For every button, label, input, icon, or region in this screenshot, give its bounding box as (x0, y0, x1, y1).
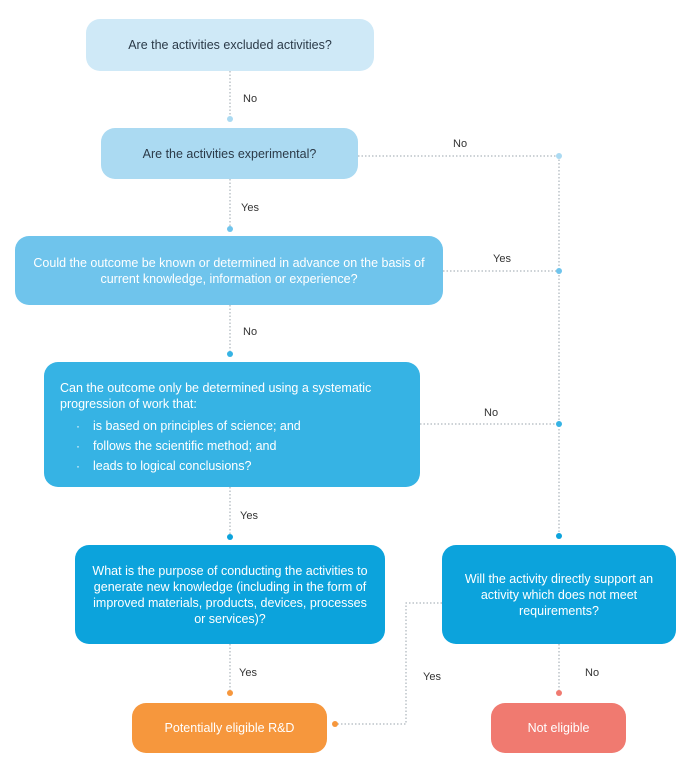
label-systematic-no: No (484, 407, 499, 419)
label-support-no: No (585, 667, 600, 679)
label-support-yes: Yes (423, 671, 441, 683)
bullet-icon: · (76, 419, 80, 433)
bullet-icon: · (76, 439, 80, 453)
systematic-bullet: · is based on principles of science; and (60, 416, 404, 436)
experimental-text: Are the activities experimental? (142, 146, 317, 161)
excluded-activities-text: Are the activities excluded activities? (128, 38, 332, 52)
not-eligible-result-text: Not eligible (527, 721, 590, 735)
systematic-bullet-list: ·is based on principles of science; and … (60, 416, 404, 476)
label-experimental-no: No (453, 138, 468, 150)
bullet-text: is based on principles of science; and (93, 419, 301, 433)
dot-systematic-end (227, 534, 233, 540)
dot-right-known (556, 268, 562, 274)
label-systematic-yes: Yes (240, 510, 258, 522)
label-known-yes: Yes (493, 253, 511, 265)
dot-purpose-end (227, 690, 233, 696)
known-in-advance-text: Could the outcome be known or determined… (33, 255, 425, 286)
dot-right-support (556, 533, 562, 539)
eligible-result-text: Potentially eligible R&D (164, 721, 295, 735)
support-activity-text: Will the activity directly support an ac… (464, 571, 654, 618)
label-experimental-yes: Yes (241, 202, 259, 214)
systematic-progression-box: Can the outcome only be determined using… (44, 362, 420, 487)
label-purpose-yes: Yes (239, 667, 257, 679)
excluded-activities-box: Are the activities excluded activities? (86, 19, 374, 71)
dot-right-systematic (556, 421, 562, 427)
dot-excluded-end (227, 116, 233, 122)
connector-support-eligible (336, 602, 442, 725)
label-excluded-no: No (243, 93, 258, 105)
systematic-bullet: · follows the scientific method; and (60, 436, 404, 456)
dot-known-end (227, 351, 233, 357)
bullet-icon: · (76, 459, 80, 473)
dot-experimental-end (227, 226, 233, 232)
purpose-box: What is the purpose of conducting the ac… (75, 545, 385, 644)
not-eligible-result-box: Not eligible (491, 703, 626, 753)
label-known-no: No (243, 326, 258, 338)
known-in-advance-box: Could the outcome be known or determined… (15, 236, 443, 305)
dot-support-end (556, 690, 562, 696)
purpose-text: What is the purpose of conducting the ac… (92, 563, 368, 626)
support-activity-box: Will the activity directly support an ac… (442, 545, 676, 644)
bullet-text: leads to logical conclusions? (93, 459, 252, 473)
bullet-text: follows the scientific method; and (93, 439, 277, 453)
dot-support-eligible (332, 721, 338, 727)
systematic-bullet: · leads to logical conclusions? (60, 456, 404, 476)
systematic-intro-text: Can the outcome only be determined using… (60, 381, 372, 411)
experimental-box: Are the activities experimental? (101, 128, 358, 179)
dot-right-experimental (556, 153, 562, 159)
eligible-result-box: Potentially eligible R&D (132, 703, 327, 753)
